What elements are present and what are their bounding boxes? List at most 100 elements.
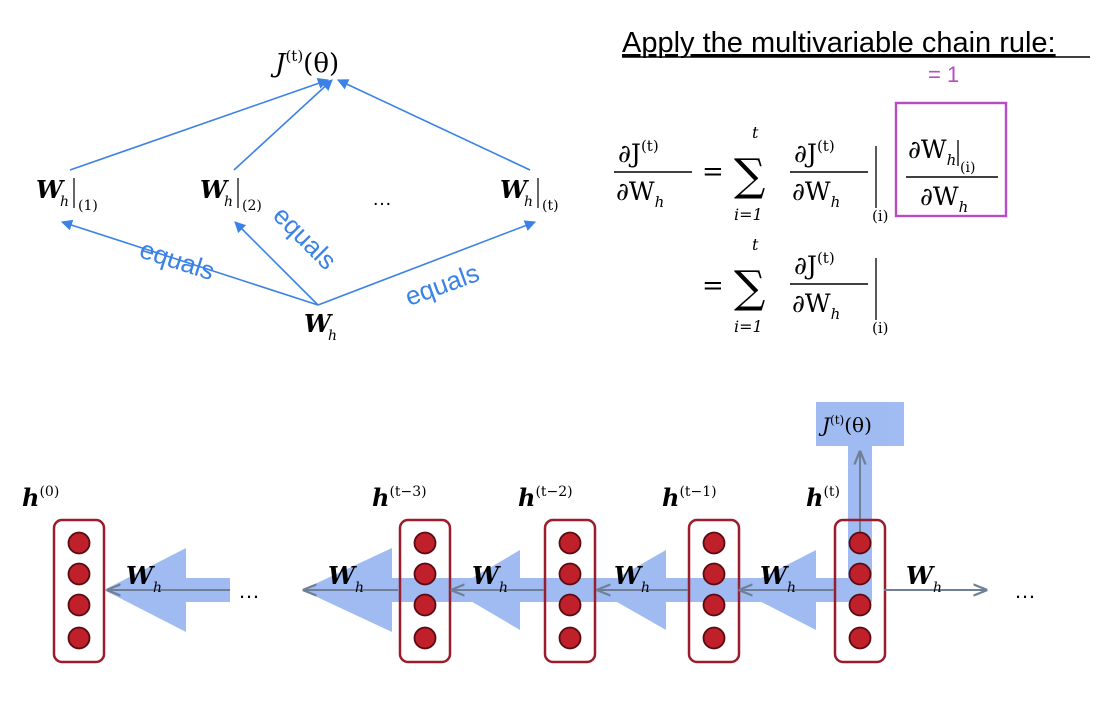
- svg-text:Wh: Wh: [614, 561, 650, 596]
- neuron-2: [702, 562, 726, 586]
- tree-arrow-3: [336, 79, 531, 171]
- tree-leaf-3: W h (t): [500, 175, 559, 214]
- state-label-h-t3: h(t−3): [372, 483, 427, 512]
- neuron-3: [67, 593, 91, 617]
- weight-labels: Wh Wh Wh Wh Wh Wh: [126, 561, 942, 596]
- neuron-1: [702, 531, 726, 555]
- svg-text:i=1: i=1: [734, 317, 763, 336]
- tree-source-base: W: [304, 309, 333, 338]
- lhs-fraction: ∂J(t) ∂Wh: [614, 137, 692, 211]
- cell-frame: [52, 518, 106, 664]
- rnn-dots-right: …: [1014, 578, 1036, 603]
- equals-label-2: equals: [267, 200, 342, 275]
- neuron-4: [848, 626, 872, 650]
- equation-heading: Apply the multivariable chain rule:: [622, 27, 1056, 59]
- tree-leaf-1: W h (1): [36, 175, 98, 214]
- summation-1: t ∑ i=1: [734, 123, 765, 224]
- svg-text:Wh: Wh: [760, 561, 796, 596]
- chain-rule-equation: Apply the multivariable chain rule: = 1 …: [614, 27, 1090, 337]
- tree-leaf-1-eval: (1): [78, 198, 98, 214]
- svg-text:∂Wh: ∂Wh: [616, 177, 664, 211]
- neuron-2: [558, 562, 582, 586]
- tree-leaf-3-sub: h: [524, 194, 533, 210]
- hidden-state-cells: [52, 518, 887, 664]
- tree-source-sub: h: [328, 328, 337, 344]
- svg-text:∂J(t): ∂J(t): [618, 137, 659, 168]
- equals-label-1: equals: [136, 234, 218, 286]
- svg-text:(i): (i): [960, 160, 975, 176]
- neuron-1: [67, 531, 91, 555]
- boxed-term-frame: [894, 101, 1008, 218]
- summation-2: t ∑ i=1: [734, 235, 765, 336]
- neuron-4: [67, 626, 91, 650]
- equals-arrow-2: [234, 221, 319, 306]
- svg-text:t: t: [752, 123, 759, 142]
- state-label-h-t1: h(t−1): [662, 483, 717, 512]
- tree-leaf-2: W h (2): [200, 175, 262, 214]
- svg-text:∂J(t): ∂J(t): [794, 249, 835, 280]
- box-note: = 1: [928, 62, 959, 87]
- tree-leaf-3-eval: (t): [542, 198, 559, 214]
- tree-arrow-2: [233, 79, 333, 171]
- equals-label-3: equals: [401, 257, 483, 311]
- neuron-3: [702, 593, 726, 617]
- neuron-1: [413, 531, 437, 555]
- svg-text:(i): (i): [872, 207, 889, 225]
- cell-h-t3: [398, 518, 452, 664]
- unrolled-rnn: J(t)(θ) Wh Wh Wh Wh Wh Wh h(0) h(t−3) h(: [22, 402, 1036, 664]
- neuron-3: [558, 593, 582, 617]
- state-label-h-t2: h(t−2): [518, 483, 573, 512]
- svg-text:∂Wh: ∂Wh: [920, 182, 968, 216]
- neuron-2: [67, 562, 91, 586]
- tree-source: W h: [304, 309, 337, 344]
- svg-text:∑: ∑: [734, 150, 765, 201]
- tree-dots: …: [372, 188, 392, 210]
- rnn-output-label: J(t)(θ): [818, 413, 872, 437]
- tree-leaf-2-base: W: [200, 175, 229, 204]
- svg-text:∂Wh: ∂Wh: [792, 289, 840, 323]
- svg-text:Wh: Wh: [906, 561, 942, 596]
- state-label-h0: h(0): [22, 483, 59, 512]
- equals-arrow-3: [317, 220, 537, 306]
- cell-frame: [543, 518, 597, 664]
- rnn-dots-left: …: [238, 578, 260, 603]
- tree-leaf-2-sub: h: [224, 194, 233, 210]
- tree-leaf-2-eval: (2): [242, 198, 262, 214]
- state-label-h-t: h(t): [806, 483, 840, 512]
- computation-tree: J(t)(θ) W h (1) W h (2) … W h (t): [36, 47, 559, 344]
- svg-text:∂J(t): ∂J(t): [794, 137, 835, 168]
- cell-h-t2: [543, 518, 597, 664]
- term-2: ∂J(t) ∂Wh (i): [790, 249, 889, 337]
- boxed-fraction: ∂Wh (i) ∂Wh: [906, 135, 998, 216]
- svg-text:(i): (i): [872, 319, 889, 337]
- svg-text:t: t: [752, 235, 759, 254]
- svg-text:∂Wh: ∂Wh: [792, 177, 840, 211]
- svg-text:Wh: Wh: [472, 561, 508, 596]
- cell-h0: [52, 518, 106, 664]
- equals-sign-1: =: [702, 157, 724, 187]
- neuron-4: [558, 626, 582, 650]
- tree-leaf-1-base: W: [36, 175, 65, 204]
- svg-text:i=1: i=1: [734, 205, 763, 224]
- svg-text:∂Wh: ∂Wh: [908, 135, 956, 169]
- state-labels: h(0) h(t−3) h(t−2) h(t−1) h(t): [22, 483, 840, 512]
- tree-leaf-1-sub: h: [60, 194, 69, 210]
- tree-root-label: J(t)(θ): [270, 47, 339, 79]
- svg-text:Wh: Wh: [126, 561, 162, 596]
- equals-sign-2: =: [702, 271, 724, 301]
- tree-arrow-1: [69, 78, 330, 171]
- neuron-3: [848, 593, 872, 617]
- neuron-3: [413, 593, 437, 617]
- equals-arrow-1: [60, 219, 319, 306]
- neuron-4: [413, 626, 437, 650]
- tree-leaf-3-base: W: [500, 175, 529, 204]
- cell-frame: [398, 518, 452, 664]
- neuron-2: [413, 562, 437, 586]
- term-1: ∂J(t) ∂Wh (i): [790, 137, 889, 225]
- svg-text:∑: ∑: [734, 262, 765, 313]
- neuron-1: [558, 531, 582, 555]
- cell-h-t1: [687, 518, 741, 664]
- neuron-2: [848, 562, 872, 586]
